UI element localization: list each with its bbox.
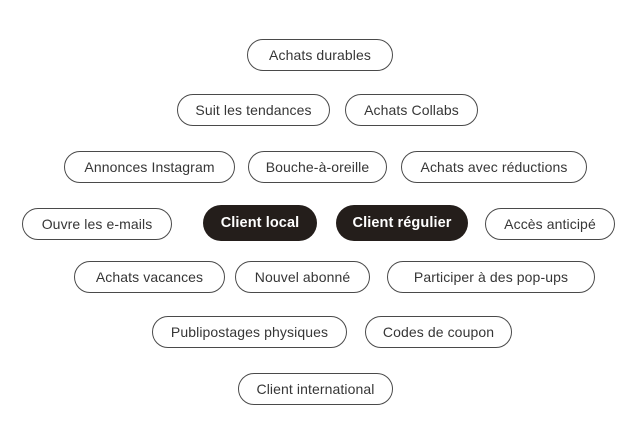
tag-annonces-instagram[interactable]: Annonces Instagram bbox=[64, 151, 235, 183]
tag-achats-avec-reductions[interactable]: Achats avec réductions bbox=[401, 151, 587, 183]
tag-suit-les-tendances[interactable]: Suit les tendances bbox=[177, 94, 330, 126]
tag-codes-de-coupon[interactable]: Codes de coupon bbox=[365, 316, 512, 348]
tag-bouche-a-oreille[interactable]: Bouche-à-oreille bbox=[248, 151, 387, 183]
tag-acces-anticipe[interactable]: Accès anticipé bbox=[485, 208, 615, 240]
tag-publipostages-physiques[interactable]: Publipostages physiques bbox=[152, 316, 347, 348]
tag-achats-vacances[interactable]: Achats vacances bbox=[74, 261, 225, 293]
tag-achats-durables[interactable]: Achats durables bbox=[247, 39, 393, 71]
tag-ouvre-les-emails[interactable]: Ouvre les e-mails bbox=[22, 208, 172, 240]
tag-nouvel-abonne[interactable]: Nouvel abonné bbox=[235, 261, 370, 293]
tag-achats-collabs[interactable]: Achats Collabs bbox=[345, 94, 478, 126]
tag-client-international[interactable]: Client international bbox=[238, 373, 393, 405]
tag-client-local[interactable]: Client local bbox=[203, 205, 317, 241]
tag-client-regulier[interactable]: Client régulier bbox=[336, 205, 468, 241]
tag-participer-a-des-pop-ups[interactable]: Participer à des pop-ups bbox=[387, 261, 595, 293]
